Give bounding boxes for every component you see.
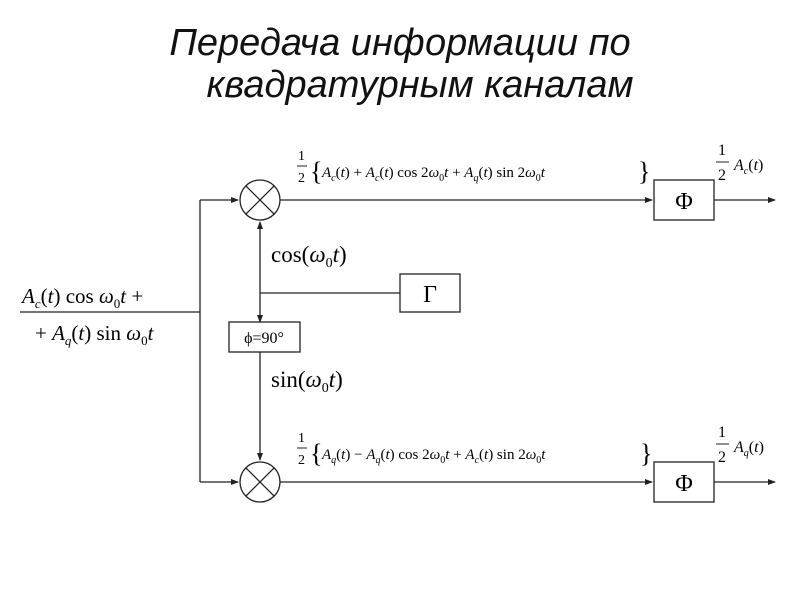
svg-text:}: }: [640, 439, 652, 468]
svg-text:Aq(t) − Aq(t) cos 2ω0t + Ac(t): Aq(t) − Aq(t) cos 2ω0t + Ac(t) sin 2ω0t: [321, 447, 546, 466]
svg-text:1: 1: [718, 424, 726, 441]
title-line-2: квадратурным каналам: [206, 64, 634, 106]
filter-bottom-block: Φ: [653, 461, 715, 503]
svg-text:Aq(t): Aq(t): [733, 439, 764, 459]
mixer-top: [239, 179, 281, 221]
input-signal-line-2: + Aq(t) sin ω0t: [35, 321, 155, 348]
svg-text:2: 2: [298, 171, 305, 186]
output-top-label: 1 2 Ac(t): [716, 142, 763, 184]
svg-text:1: 1: [718, 142, 726, 159]
generator-block: Γ: [399, 273, 461, 313]
svg-text:2: 2: [718, 449, 726, 466]
output-wiring: [714, 197, 776, 485]
filter-top-label: Φ: [675, 189, 693, 215]
input-wiring: [20, 197, 239, 485]
filter-top-block: Φ: [653, 179, 715, 221]
title-line-1: Передача информации по: [169, 22, 631, 64]
svg-text:2: 2: [298, 453, 305, 468]
carrier-sin-label: sin(ω0t): [271, 367, 343, 396]
input-signal: Ac(t) cos ω0t + + Aq(t) sin ω0t: [20, 284, 155, 348]
svg-text:Ac(t) + Ac(t) cos 2ω0t + Aq(t): Ac(t) + Ac(t) cos 2ω0t + Aq(t) sin 2ω0t: [321, 165, 546, 184]
generator-label: Γ: [423, 282, 437, 308]
mixer-bottom-output-expression: 1 2 { Aq(t) − Aq(t) cos 2ω0t + Ac(t) sin…: [297, 431, 652, 468]
input-signal-line-1: Ac(t) cos ω0t +: [20, 284, 143, 311]
mixer-output-wiring: [280, 197, 653, 485]
phase-shifter-block: ϕ=90°: [228, 321, 301, 353]
carrier-wiring: [257, 221, 400, 461]
mixer-bottom: [239, 461, 281, 503]
slide-title: Передача информации по квадратурным кана…: [0, 22, 800, 106]
filter-bottom-label: Φ: [675, 471, 693, 497]
svg-text:{: {: [310, 439, 322, 468]
mixer-top-output-expression: 1 2 { Ac(t) + Ac(t) cos 2ω0t + Aq(t) sin…: [297, 149, 650, 186]
svg-text:{: {: [310, 157, 322, 186]
svg-text:1: 1: [298, 149, 305, 164]
svg-text:2: 2: [718, 167, 726, 184]
carrier-cos-label: cos(ω0t): [271, 242, 347, 271]
phase-shifter-label: ϕ=90°: [244, 330, 284, 347]
svg-text:Ac(t): Ac(t): [733, 157, 763, 177]
output-bottom-label: 1 2 Aq(t): [716, 424, 764, 466]
svg-text:1: 1: [298, 431, 305, 446]
svg-text:}: }: [638, 157, 650, 186]
